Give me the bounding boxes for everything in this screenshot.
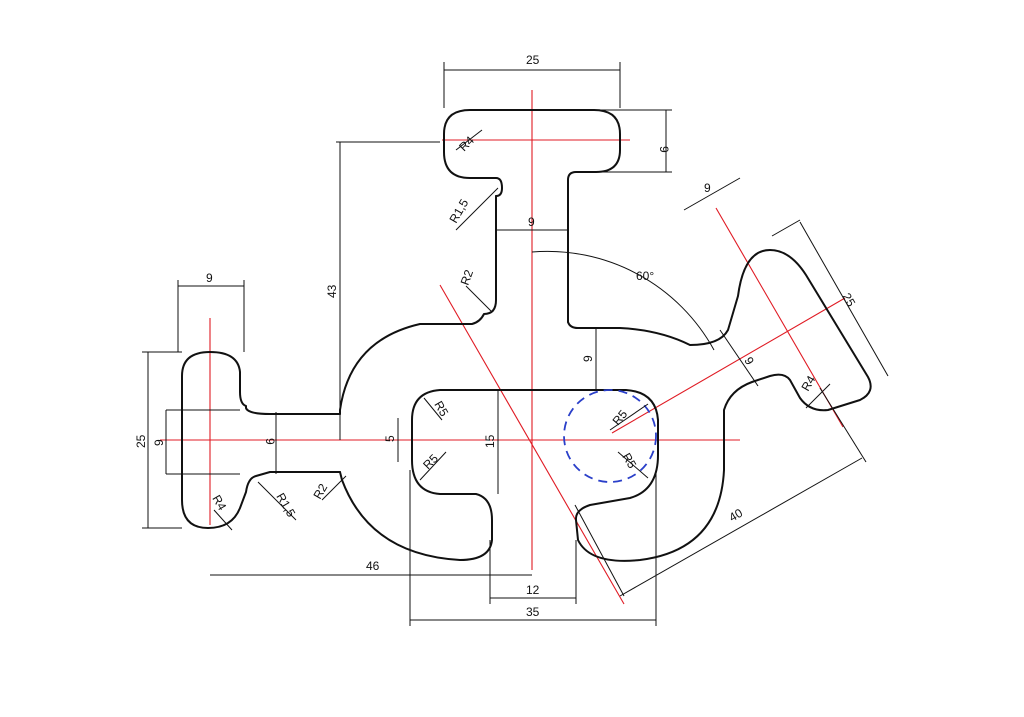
angle-arc-60: [531, 250, 715, 351]
ext-line: [574, 504, 625, 597]
label-top-thickness: 9: [657, 146, 671, 153]
diagonal-centerline: [439, 284, 625, 605]
label-left-slot-inner: 9: [263, 438, 277, 445]
label-r5-d: R5: [619, 451, 639, 472]
label-right-25: 25: [839, 291, 858, 310]
leader-r5-d: [617, 451, 649, 479]
top-t-flange: [443, 109, 621, 323]
leader-r4-left: [213, 509, 233, 531]
label-r15-left: R1,5: [273, 491, 298, 520]
dim-line-right-25: [799, 221, 889, 377]
top-fillet-r15: [495, 177, 503, 197]
label-gap-9: 9: [581, 355, 595, 362]
leader-r15-top: [455, 187, 499, 231]
leader-r2-top: [465, 285, 493, 313]
label-right-9: 9: [704, 181, 711, 195]
left-stem-and-body: [339, 195, 497, 415]
label-r15-top: R1,5: [446, 196, 471, 225]
label-bottom-35: 35: [526, 605, 540, 619]
label-stem-width: 9: [528, 215, 535, 229]
dim-line-right-9: [683, 177, 741, 211]
leader-r5-b: [419, 451, 447, 481]
label-bottom-12: 12: [526, 583, 540, 597]
dim-line-40: [619, 457, 863, 597]
leader-r5-a: [423, 397, 443, 421]
label-r5-b: R5: [420, 451, 441, 472]
label-bottom-46: 46: [366, 559, 380, 573]
ext-line: [771, 219, 801, 237]
label-left-height: 25: [134, 434, 148, 448]
leader-r4-right: [805, 383, 831, 409]
label-r4-left: R4: [209, 493, 229, 514]
center-lines: [160, 90, 846, 605]
main-body-contour: [339, 249, 872, 562]
leader-r4-top: [455, 129, 483, 151]
part-outline: [181, 109, 872, 562]
ext-line: [819, 387, 867, 463]
leader-r15-left: [257, 481, 297, 521]
label-r5-a: R5: [431, 399, 451, 420]
label-diag-40: 40: [727, 506, 746, 525]
dimension-labels: 25 9 R4 R1,5 9 R2 43 60° 9 25 9 9 R4 R1,…: [134, 53, 858, 619]
label-height-43: 43: [325, 284, 339, 298]
label-r4-right: R4: [798, 373, 818, 394]
label-r2-left: R2: [310, 481, 330, 502]
label-r2-top: R2: [458, 268, 477, 288]
dimension-lines: [142, 62, 889, 626]
label-left-slot: 9: [152, 439, 166, 446]
label-top-width: 25: [526, 53, 540, 67]
leader-r5-c: [609, 403, 649, 431]
label-inner-15: 15: [483, 434, 497, 448]
dim-line-right-slot-9: [719, 329, 759, 387]
left-tab-outline: [181, 351, 341, 529]
label-small-5: 5: [383, 435, 397, 442]
leader-r2-left: [321, 475, 347, 501]
hidden-circle-r5: [563, 389, 657, 483]
label-angle: 60°: [636, 269, 654, 283]
label-left-width: 9: [206, 271, 213, 285]
right-arm-centerline: [611, 297, 846, 434]
